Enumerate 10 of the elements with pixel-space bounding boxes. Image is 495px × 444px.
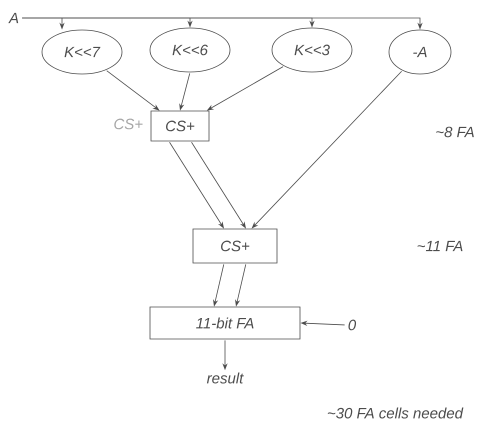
note: ~30 FA cells needed: [328, 407, 464, 418]
output-label: result: [206, 372, 244, 384]
adder-box: CS+: [150, 110, 210, 142]
input-label: 0: [348, 320, 356, 330]
adder-box: CS+: [192, 228, 278, 264]
side-label: CS+: [114, 118, 143, 130]
note: ~11 FA: [418, 240, 462, 252]
input-label: A: [8, 12, 18, 24]
adder-box: 11-bit FA: [150, 306, 300, 340]
note: ~8 FA: [436, 126, 474, 138]
